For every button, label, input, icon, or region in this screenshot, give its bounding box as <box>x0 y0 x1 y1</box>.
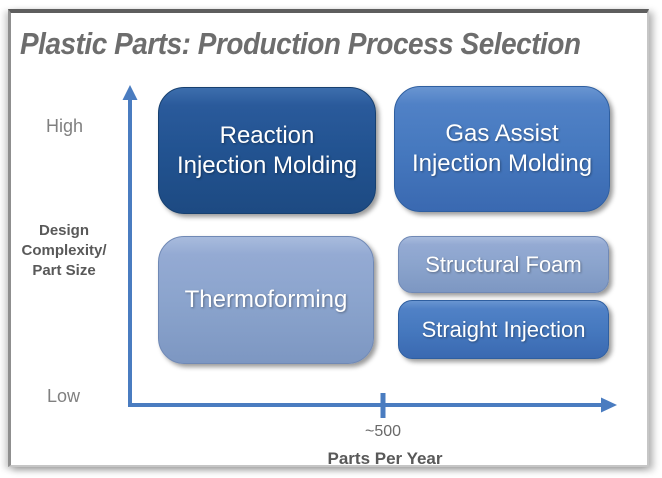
process-box-structural-foam: Structural Foam <box>398 236 609 293</box>
process-box-gas-assist-injection-molding: Gas Assist Injection Molding <box>394 86 610 212</box>
y-axis-arrowhead-icon <box>122 85 138 100</box>
process-box-label: Injection Molding <box>176 151 358 179</box>
process-box-label: Gas Assist <box>445 120 559 147</box>
process-box-thermoforming: Thermoforming <box>158 236 374 364</box>
process-box-reaction-injection-molding: Reaction Injection Molding <box>158 87 376 214</box>
process-box-label: Thermoforming <box>184 286 348 313</box>
y-axis-low-label: Low <box>47 386 81 406</box>
y-axis-title-line: Complexity/ <box>21 242 107 259</box>
process-box-straight-injection: Straight Injection <box>398 300 609 359</box>
y-axis-title-line: Design <box>38 222 89 239</box>
process-box-label: Reaction <box>219 121 315 149</box>
x-axis-tick-label: ~500 <box>364 423 402 440</box>
slide-title: Plastic Parts: Production Process Select… <box>20 26 581 61</box>
x-axis-title: Parts Per Year <box>327 449 443 468</box>
process-box-label: Structural Foam <box>425 251 582 277</box>
y-axis-title: Design Complexity/ Part Size <box>8 221 120 281</box>
process-box-label: Straight Injection <box>421 316 586 342</box>
process-box-label: Injection Molding <box>411 150 593 177</box>
y-axis-high-label: High <box>46 116 84 136</box>
y-axis-title-line: Part Size <box>32 262 96 279</box>
x-axis-arrowhead-icon <box>601 397 617 413</box>
